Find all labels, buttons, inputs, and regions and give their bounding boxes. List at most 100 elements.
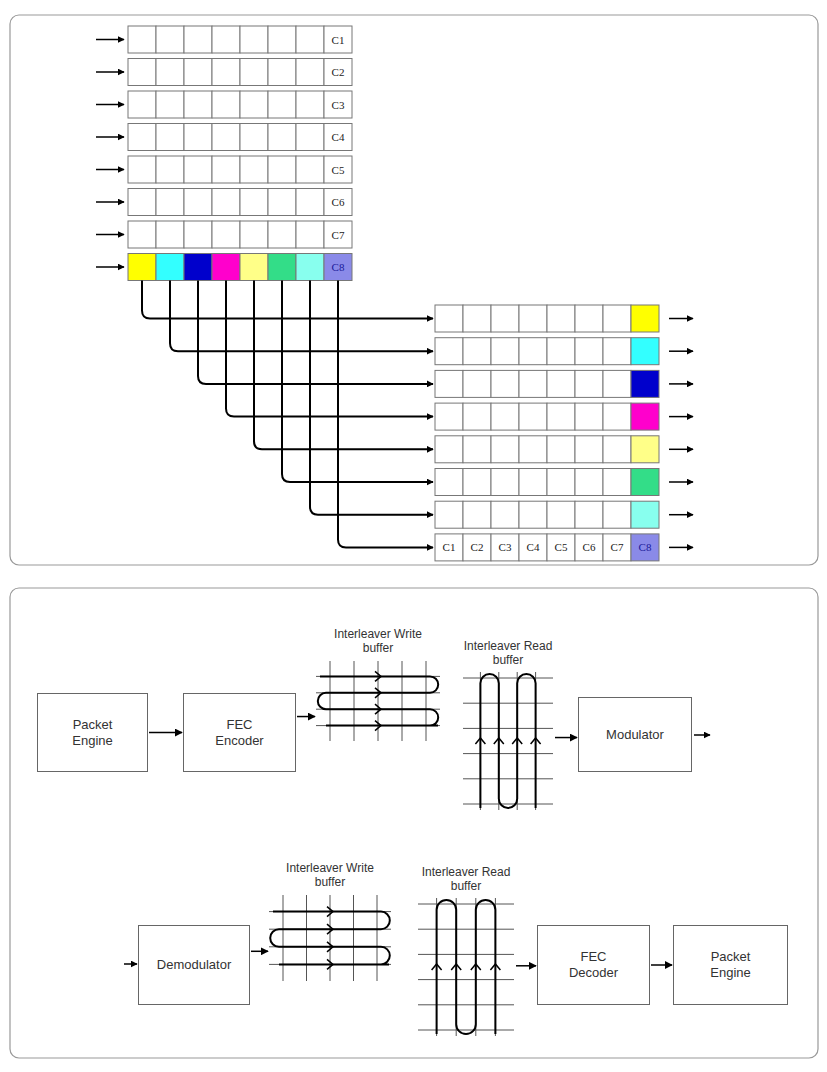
cell-label: C4 bbox=[324, 124, 352, 151]
grid-cell bbox=[128, 254, 156, 281]
input-arrow bbox=[96, 136, 124, 138]
grid-cell bbox=[547, 305, 575, 332]
serpentine-path bbox=[270, 911, 390, 964]
grid-cell bbox=[603, 501, 631, 528]
bottom-panel bbox=[10, 588, 818, 1058]
flow-chevron bbox=[327, 906, 333, 916]
grid-cell bbox=[519, 436, 547, 463]
grid-cell bbox=[296, 156, 324, 183]
serpentine-path bbox=[480, 674, 535, 808]
grid-cell bbox=[631, 338, 659, 365]
grid-cell bbox=[491, 338, 519, 365]
top-panel bbox=[10, 15, 818, 565]
grid-cell bbox=[324, 91, 352, 118]
grid-cell bbox=[128, 26, 156, 53]
interleaver-buffer: Interleaver Read buffer bbox=[458, 640, 558, 810]
flow-chevron bbox=[327, 959, 333, 969]
serpentine-path bbox=[318, 676, 438, 725]
grid-cell bbox=[128, 156, 156, 183]
box-label: Demodulator bbox=[157, 957, 231, 973]
flow-chevron bbox=[375, 720, 381, 730]
grid-cell bbox=[519, 534, 547, 561]
grid-cell bbox=[463, 469, 491, 496]
grid-line bbox=[306, 895, 307, 981]
grid-cell bbox=[296, 59, 324, 86]
grid-line bbox=[463, 677, 553, 678]
swan-channel bbox=[726, 1035, 827, 1072]
grid-cell bbox=[296, 189, 324, 216]
grid-cell bbox=[603, 436, 631, 463]
grid-cell bbox=[463, 403, 491, 430]
grid-cell bbox=[575, 338, 603, 365]
grid-cell bbox=[631, 534, 659, 561]
grid-cell bbox=[491, 436, 519, 463]
flow-chevron bbox=[327, 941, 333, 951]
process-box: Packet Engine bbox=[37, 693, 148, 772]
grid-cell bbox=[324, 156, 352, 183]
grid-cell bbox=[184, 156, 212, 183]
read-buffer-grid bbox=[462, 672, 554, 810]
channel-arrow bbox=[124, 963, 137, 965]
grid-cell bbox=[240, 91, 268, 118]
grid-cell bbox=[240, 189, 268, 216]
grid-line bbox=[418, 953, 514, 954]
grid-cell bbox=[212, 59, 240, 86]
grid-cell bbox=[268, 59, 296, 86]
grid-cell bbox=[212, 221, 240, 248]
box-label: FEC Encoder bbox=[202, 717, 278, 748]
interleave-wire bbox=[226, 281, 433, 417]
flow-arrow bbox=[555, 737, 577, 739]
grid-cell bbox=[435, 370, 463, 397]
grid-line bbox=[426, 661, 427, 741]
interleave-wire bbox=[282, 281, 433, 483]
interleaver-buffer: Interleaver Write buffer bbox=[266, 862, 394, 982]
flow-chevron bbox=[375, 671, 381, 681]
grid-cell bbox=[128, 91, 156, 118]
input-arrow bbox=[96, 201, 124, 203]
grid-cell bbox=[240, 26, 268, 53]
output-arrow bbox=[669, 318, 693, 320]
grid-cell bbox=[240, 59, 268, 86]
grid-cell bbox=[435, 338, 463, 365]
grid-cell bbox=[631, 501, 659, 528]
read-buffer-grid bbox=[417, 898, 515, 1036]
grid-cell bbox=[156, 254, 184, 281]
grid-line bbox=[463, 778, 553, 779]
flow-arrow bbox=[516, 965, 536, 967]
grid-cell bbox=[631, 469, 659, 496]
grid-cell bbox=[240, 156, 268, 183]
flow-chevron bbox=[494, 738, 504, 744]
grid-cell bbox=[463, 370, 491, 397]
input-arrow bbox=[96, 169, 124, 171]
grid-cell bbox=[156, 189, 184, 216]
grid-cell bbox=[547, 403, 575, 430]
flow-arrow bbox=[297, 716, 315, 718]
grid-cell bbox=[212, 124, 240, 151]
grid-line bbox=[418, 928, 514, 929]
grid-cell bbox=[463, 338, 491, 365]
grid-cell bbox=[324, 59, 352, 86]
cell-label: C3 bbox=[324, 91, 352, 118]
grid-line bbox=[463, 753, 553, 754]
cell-label: C2 bbox=[324, 59, 352, 86]
interleaver-buffer: Interleaver Write buffer bbox=[312, 628, 444, 742]
grid-cell bbox=[268, 221, 296, 248]
cell-label: C2 bbox=[463, 534, 491, 561]
grid-cell bbox=[296, 221, 324, 248]
grid-cell bbox=[435, 469, 463, 496]
interleaver-buffer: Interleaver Read buffer bbox=[414, 866, 518, 1036]
grid-cell bbox=[212, 254, 240, 281]
process-box: Modulator bbox=[578, 697, 692, 772]
grid-cell bbox=[156, 91, 184, 118]
flow-chevron bbox=[432, 964, 442, 970]
grid-cell bbox=[212, 189, 240, 216]
grid-cell bbox=[547, 534, 575, 561]
cell-label: C5 bbox=[547, 534, 575, 561]
grid-line bbox=[463, 727, 553, 728]
grid-cell bbox=[631, 370, 659, 397]
flow-chevron bbox=[531, 738, 541, 744]
